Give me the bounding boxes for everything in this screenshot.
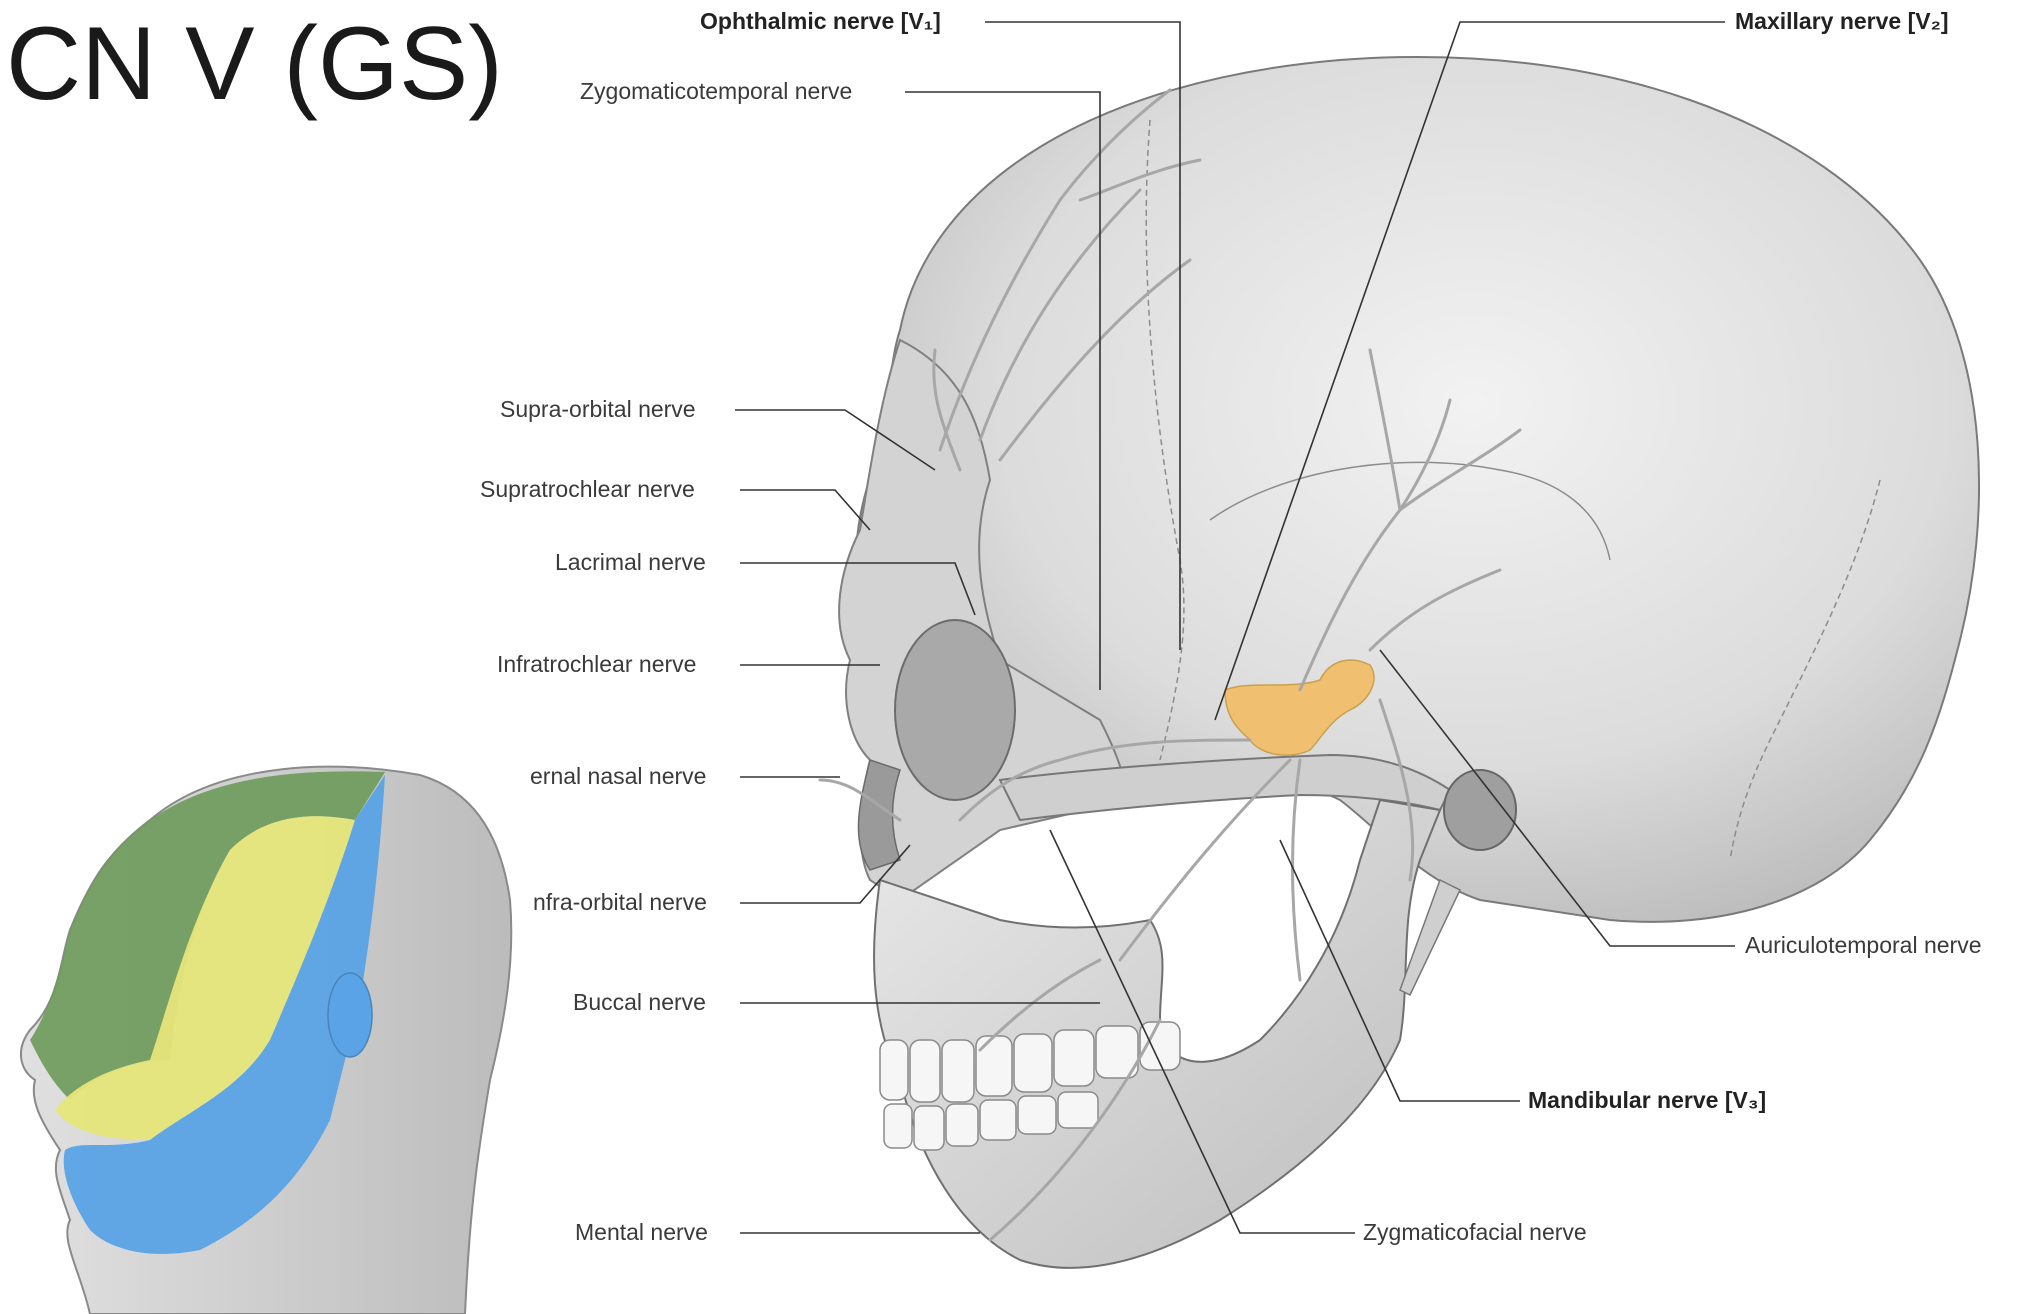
label-mandibular-nerve: Mandibular nerve [V₃] bbox=[1528, 1089, 1766, 1112]
leader-zygomaticotemporal bbox=[905, 92, 1100, 690]
label-external-nasal-nerve: ernal nasal nerve bbox=[530, 765, 706, 788]
label-maxillary-nerve: Maxillary nerve [V₂] bbox=[1735, 10, 1948, 33]
leader-maxillary bbox=[1215, 22, 1725, 720]
leader-infra-orbital bbox=[740, 845, 910, 903]
leader-supratrochlear bbox=[740, 490, 870, 530]
label-supra-orbital-nerve: Supra-orbital nerve bbox=[500, 398, 696, 421]
leader-lacrimal bbox=[740, 563, 975, 615]
label-lacrimal-nerve: Lacrimal nerve bbox=[555, 551, 706, 574]
label-zygomaticotemporal-nerve: Zygomaticotemporal nerve bbox=[580, 80, 852, 103]
label-infra-orbital-nerve: nfra-orbital nerve bbox=[533, 891, 707, 914]
label-ophthalmic-nerve: Ophthalmic nerve [V₁] bbox=[700, 10, 941, 33]
leader-mandibular bbox=[1280, 840, 1520, 1101]
leader-supra-orbital bbox=[735, 410, 935, 470]
label-infratrochlear-nerve: Infratrochlear nerve bbox=[497, 653, 696, 676]
label-supratrochlear-nerve: Supratrochlear nerve bbox=[480, 478, 695, 501]
leader-ophthalmic bbox=[985, 22, 1180, 650]
label-buccal-nerve: Buccal nerve bbox=[573, 991, 706, 1014]
label-auriculotemporal-nerve: Auriculotemporal nerve bbox=[1745, 934, 1982, 957]
leader-auriculotemporal bbox=[1380, 650, 1735, 946]
slide-title: CN V (GS) bbox=[6, 12, 503, 116]
label-mental-nerve: Mental nerve bbox=[575, 1221, 708, 1244]
leader-zygomaticofacial bbox=[1050, 830, 1355, 1233]
label-zygomaticofacial-nerve: Zygmaticofacial nerve bbox=[1363, 1221, 1587, 1244]
